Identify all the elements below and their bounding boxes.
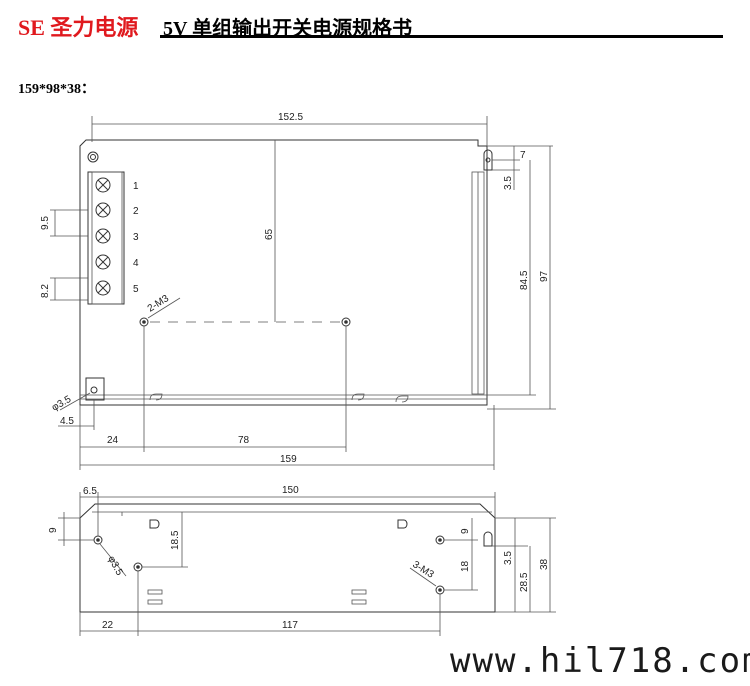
cutout-icon	[149, 519, 160, 529]
leader-line	[147, 297, 181, 319]
cutout-icon	[397, 519, 408, 529]
terminal-block-inner	[91, 171, 123, 305]
terminal-screw-icon	[95, 254, 111, 270]
leader-line	[59, 392, 91, 411]
dim-117: 117	[282, 620, 298, 631]
dim-97: 97	[539, 270, 550, 282]
mounting-slot	[483, 531, 493, 547]
vent-slot	[351, 589, 367, 595]
top-view-outline	[79, 139, 488, 406]
leader-line	[99, 543, 127, 577]
watermark: www.hil718.com	[450, 641, 750, 681]
dim-65: 65	[264, 228, 275, 240]
document-title: 5V 单组输出开关电源规格书	[163, 18, 413, 40]
terminal-screws	[95, 177, 111, 296]
terminal-screw-icon	[95, 177, 111, 193]
dia-label: φ3.5	[50, 394, 74, 414]
vent-slot	[351, 599, 367, 605]
terminal-screw-icon	[95, 202, 111, 218]
dim-152-5: 152.5	[278, 112, 303, 123]
vent-slot	[147, 589, 163, 595]
vent-slot	[147, 599, 163, 605]
overall-dimensions: 159*98*38：	[18, 82, 95, 97]
dim-24: 24	[107, 435, 119, 446]
dim-7: 7	[520, 150, 526, 161]
ground-screw-icon	[87, 151, 99, 163]
dim-18-5: 18.5	[170, 530, 181, 550]
terminal-number: 3	[133, 232, 139, 243]
dim-84-5: 84.5	[519, 270, 530, 290]
dim-9-5: 9.5	[40, 216, 51, 230]
mounting-hole-icon	[142, 320, 146, 324]
vent-slot	[149, 393, 163, 401]
dim-38: 38	[539, 558, 550, 570]
vent-slot	[395, 395, 409, 403]
dim-28-5: 28.5	[519, 572, 530, 592]
side-view-outline	[79, 503, 496, 613]
terminal-number: 2	[133, 206, 139, 217]
dim-18: 18	[460, 560, 471, 572]
title-underline	[160, 35, 723, 38]
dim-159: 159	[280, 454, 297, 465]
leader-line	[409, 567, 437, 587]
slot-hole	[90, 386, 98, 394]
dim-6-5: 6.5	[83, 486, 97, 497]
dim-150: 150	[282, 485, 299, 496]
dim-8-2: 8.2	[40, 284, 51, 298]
mounting-hole-icon	[344, 320, 348, 324]
dim-3-5: 3.5	[503, 176, 514, 190]
side-view: φ3.5 3-M3 6.5 150 9 18.5	[48, 485, 556, 636]
vent-slot	[351, 393, 365, 401]
dim-78: 78	[238, 435, 250, 446]
terminal-number: 1	[133, 181, 139, 192]
mounting-slot	[483, 149, 493, 171]
mounting-slot	[85, 377, 105, 401]
dim-9-right: 9	[460, 528, 471, 534]
dim-4-5: 4.5	[60, 416, 74, 427]
dim-22: 22	[102, 620, 114, 631]
slot-hole	[485, 157, 491, 163]
brand-title: SE 圣力电源	[18, 15, 139, 40]
dia-label: φ3.5	[105, 554, 124, 578]
dim-9-left: 9	[48, 527, 59, 533]
terminal-number: 5	[133, 284, 139, 295]
terminal-screw-icon	[95, 228, 111, 244]
ground-screw-icon	[90, 154, 96, 160]
terminal-screw-icon	[95, 280, 111, 296]
terminal-number: 4	[133, 258, 139, 269]
dim-3-5: 3.5	[503, 551, 514, 565]
top-view: 1 2 3 4 5 9.5 8.2 2-M3 65 152.5	[40, 112, 556, 470]
